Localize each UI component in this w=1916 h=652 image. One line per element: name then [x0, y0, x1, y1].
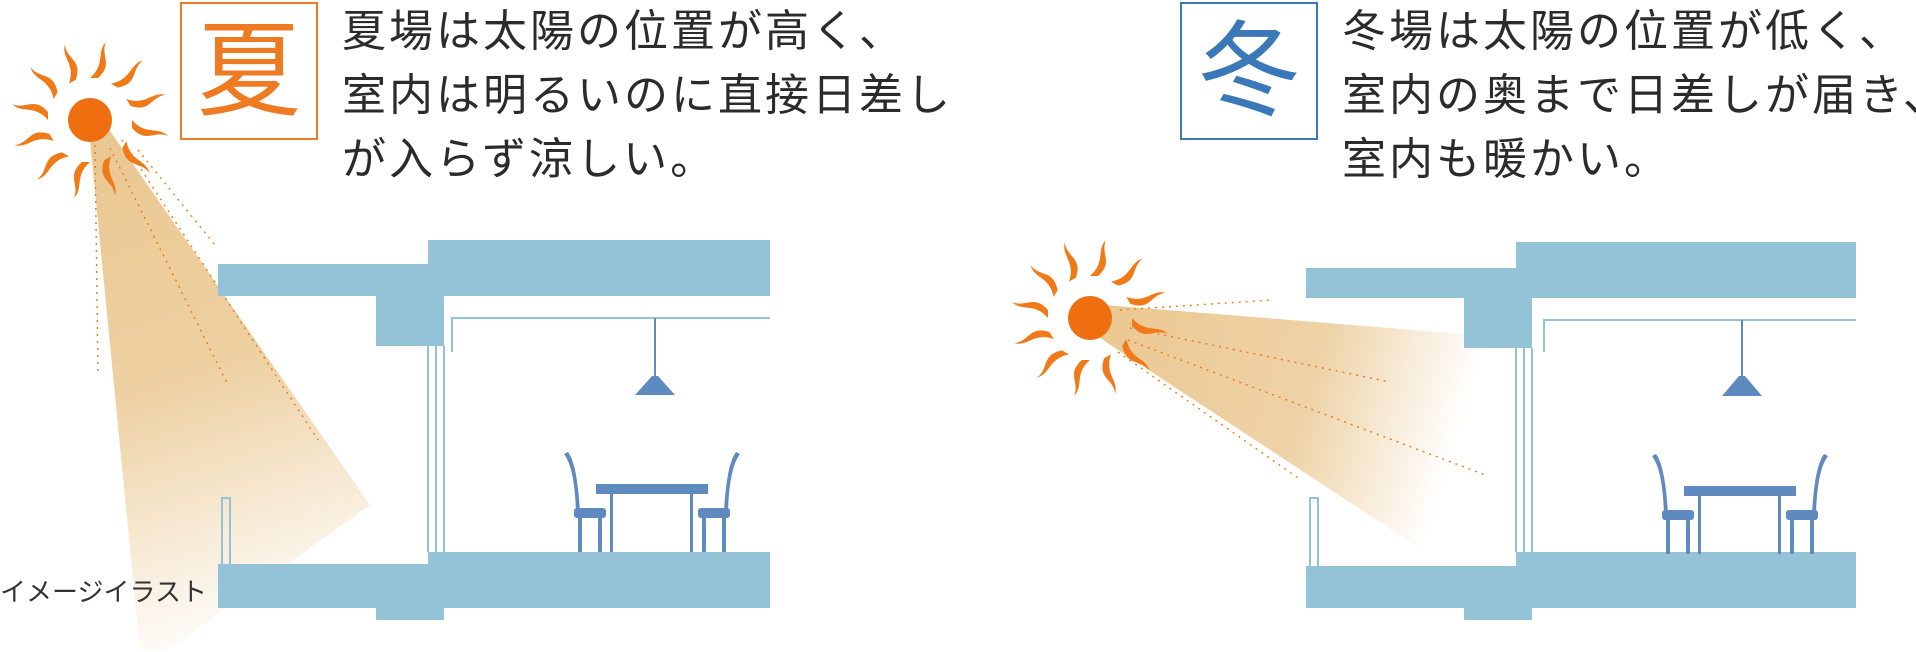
- winter-table-icon: [1684, 486, 1796, 554]
- summer-panel: 夏 夏場は太陽の位置が高く、 室内は明るいのに直接日差し が入らず涼しい。: [0, 0, 953, 650]
- winter-panel: 冬 冬場は太陽の位置が低く、 室内の奥まで日差しが届き、 室内も暖かい。: [1000, 0, 1916, 652]
- summer-floor-ledge: [218, 566, 234, 586]
- summer-pendant-lamp-icon: [635, 318, 675, 395]
- image-caption: イメージイラスト: [0, 578, 207, 608]
- winter-chair-left-icon: [1652, 454, 1694, 554]
- summer-label-box: 夏: [180, 2, 318, 140]
- summer-illustration: [12, 42, 770, 650]
- winter-line-2: 室内の奥まで日差しが届き、: [1342, 70, 1916, 121]
- summer-building: [218, 240, 770, 620]
- summer-chair-right-icon: [698, 452, 740, 552]
- winter-line-3: 室内も暖かい。: [1342, 134, 1671, 185]
- summer-sun-icon: [12, 42, 168, 198]
- summer-window-frame: [221, 346, 445, 567]
- summer-chair-left-icon: [564, 452, 606, 552]
- winter-window-frame: [1309, 348, 1533, 569]
- summer-line-1: 夏場は太陽の位置が高く、: [342, 6, 906, 57]
- summer-line-3: が入らず涼しい。: [342, 134, 718, 185]
- winter-ceiling-line: [1543, 319, 1856, 352]
- winter-illustration: [1012, 240, 1856, 620]
- winter-line-1: 冬場は太陽の位置が低く、: [1342, 6, 1906, 57]
- summer-description: 夏場は太陽の位置が高く、 室内は明るいのに直接日差し が入らず涼しい。: [342, 0, 953, 192]
- winter-label-box: 冬: [1180, 2, 1318, 140]
- winter-floor-ledge: [1306, 566, 1322, 586]
- winter-sunlight-beam: [1092, 304, 1520, 580]
- summer-table-icon: [596, 484, 708, 552]
- winter-building: [1306, 242, 1856, 620]
- summer-ceiling-line: [451, 317, 770, 352]
- summer-line-2: 室内は明るいのに直接日差し: [342, 70, 953, 121]
- winter-description: 冬場は太陽の位置が低く、 室内の奥まで日差しが届き、 室内も暖かい。: [1342, 0, 1916, 192]
- summer-light-rays: [94, 139, 319, 441]
- winter-chair-right-icon: [1786, 454, 1828, 554]
- summer-sunlight-beam: [88, 120, 370, 650]
- winter-light-rays: [1117, 299, 1489, 479]
- winter-sun-icon: [1012, 240, 1168, 396]
- winter-pendant-lamp-icon: [1722, 320, 1762, 396]
